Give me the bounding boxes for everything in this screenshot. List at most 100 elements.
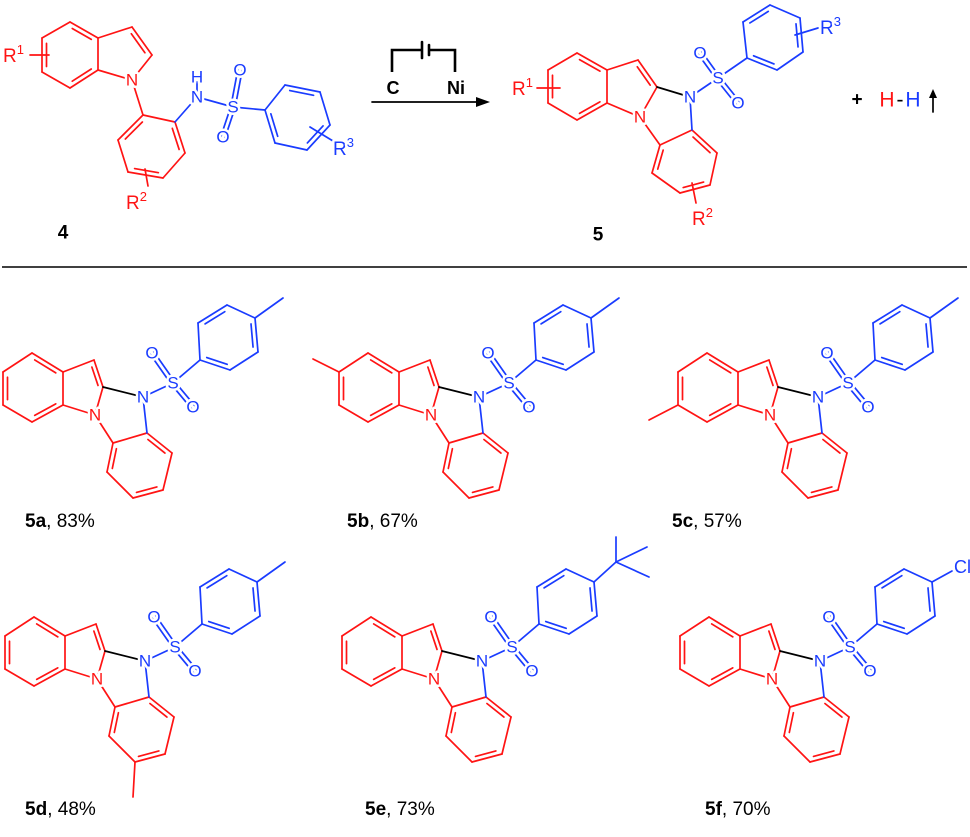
bond <box>606 59 639 71</box>
oxygen-atom: O <box>522 398 535 417</box>
ring-bond <box>776 51 804 71</box>
bond <box>739 623 772 637</box>
pyrrole-nitrogen-atom: N <box>766 670 778 689</box>
ring-bond <box>162 452 173 491</box>
methyl-bond <box>648 404 679 421</box>
pyrrole-nitrogen-atom: N <box>764 406 776 425</box>
double-bond-line <box>474 750 497 758</box>
double-bond-line <box>306 125 324 144</box>
r1-label-superscript: 1 <box>17 42 24 57</box>
ring-bond <box>651 172 681 194</box>
ring-bond <box>162 152 186 179</box>
ring-bond <box>4 616 35 637</box>
ring-bond <box>547 102 578 121</box>
r2-label-letter: R <box>692 209 706 230</box>
ring-bond <box>498 452 509 491</box>
ring-bond <box>448 432 484 444</box>
bond <box>717 57 748 79</box>
nh-hydrogen-atom: H <box>191 68 203 87</box>
ring-bond <box>659 129 693 146</box>
r3-position-bond <box>794 27 819 36</box>
double-bond-line <box>880 356 904 366</box>
ring-bond <box>226 304 256 319</box>
methyl-bond <box>615 546 648 563</box>
bond <box>768 359 779 388</box>
double-bond-line <box>35 623 59 638</box>
ring-bond <box>691 129 718 154</box>
so-double-bond <box>175 644 198 671</box>
comma-separator: , <box>369 511 380 532</box>
double-bond-line <box>766 366 774 387</box>
ring-bond <box>31 352 64 373</box>
ring-bond <box>69 21 99 39</box>
ring-bond <box>677 352 708 373</box>
ring-bond <box>837 452 848 491</box>
pyrrole-nitrogen-atom: N <box>428 670 440 689</box>
cathode-wire <box>429 48 457 72</box>
methyl-bond <box>590 297 620 319</box>
so-double-bond <box>170 383 193 410</box>
double-bond-line <box>682 181 705 189</box>
ring-bond <box>876 623 908 635</box>
product-label-5b: 5b, 67% <box>347 511 418 532</box>
methyl-bond <box>312 358 340 373</box>
bond <box>508 359 537 384</box>
bond <box>174 96 198 123</box>
ring-bond <box>590 317 595 353</box>
anode-wire <box>390 48 422 72</box>
ring-bond <box>872 322 876 361</box>
ring-bond <box>799 17 804 53</box>
bond <box>481 646 513 662</box>
compound-id: 5f <box>705 799 723 820</box>
so-double-bond <box>850 644 873 671</box>
bond <box>93 359 104 388</box>
ring-bond <box>769 4 801 19</box>
double-bond-line <box>205 356 229 366</box>
arrow-head-icon <box>476 97 490 107</box>
ring-bond <box>533 304 564 324</box>
oxygen-atom: O <box>145 344 158 363</box>
ring-bond <box>783 706 791 737</box>
ring-bond <box>142 114 176 123</box>
ring-bond <box>533 322 537 361</box>
ring-bond <box>274 142 308 151</box>
oxygen-atom: O <box>731 94 744 113</box>
so-double-bond <box>715 78 738 106</box>
c-n-bond <box>438 386 480 398</box>
ring-bond <box>823 696 850 718</box>
ring-bond <box>445 735 473 763</box>
r1-label-superscript: 1 <box>526 75 533 90</box>
ring-bond <box>485 696 512 718</box>
so-double-bond <box>509 647 532 674</box>
double-bond-line <box>33 359 57 374</box>
sulfur-atom: S <box>712 69 723 88</box>
sulfur-atom: S <box>167 374 178 393</box>
bond <box>401 623 434 637</box>
ring-bond <box>284 84 321 93</box>
ring-bond <box>809 753 841 763</box>
ring-bond <box>4 668 35 687</box>
so-double-bond <box>172 647 195 674</box>
double-bond-line <box>749 10 770 24</box>
ring-bond <box>904 351 934 371</box>
indole-nitrogen-atom: N <box>126 71 138 90</box>
double-bond-line <box>578 100 601 115</box>
ring-bond <box>565 351 595 371</box>
plus-sign: + <box>851 90 862 111</box>
double-bond-line <box>135 486 158 494</box>
bond <box>737 404 771 416</box>
product-label-5e: 5e, 73% <box>365 799 435 820</box>
yield-value: 83% <box>57 511 95 532</box>
double-bond-line <box>427 366 435 387</box>
ring-bond <box>679 184 711 194</box>
sulfonyl-nitrogen-atom: N <box>812 388 824 407</box>
gas-evolution-arrow-icon <box>929 89 937 98</box>
product-label-5a: 5a, 83% <box>25 511 95 532</box>
double-bond-line <box>752 54 775 65</box>
double-bond-line <box>692 136 711 154</box>
double-bond-line <box>881 574 903 589</box>
oxygen-atom: O <box>188 662 201 681</box>
bond <box>144 646 176 662</box>
double-bond-line <box>252 587 256 612</box>
